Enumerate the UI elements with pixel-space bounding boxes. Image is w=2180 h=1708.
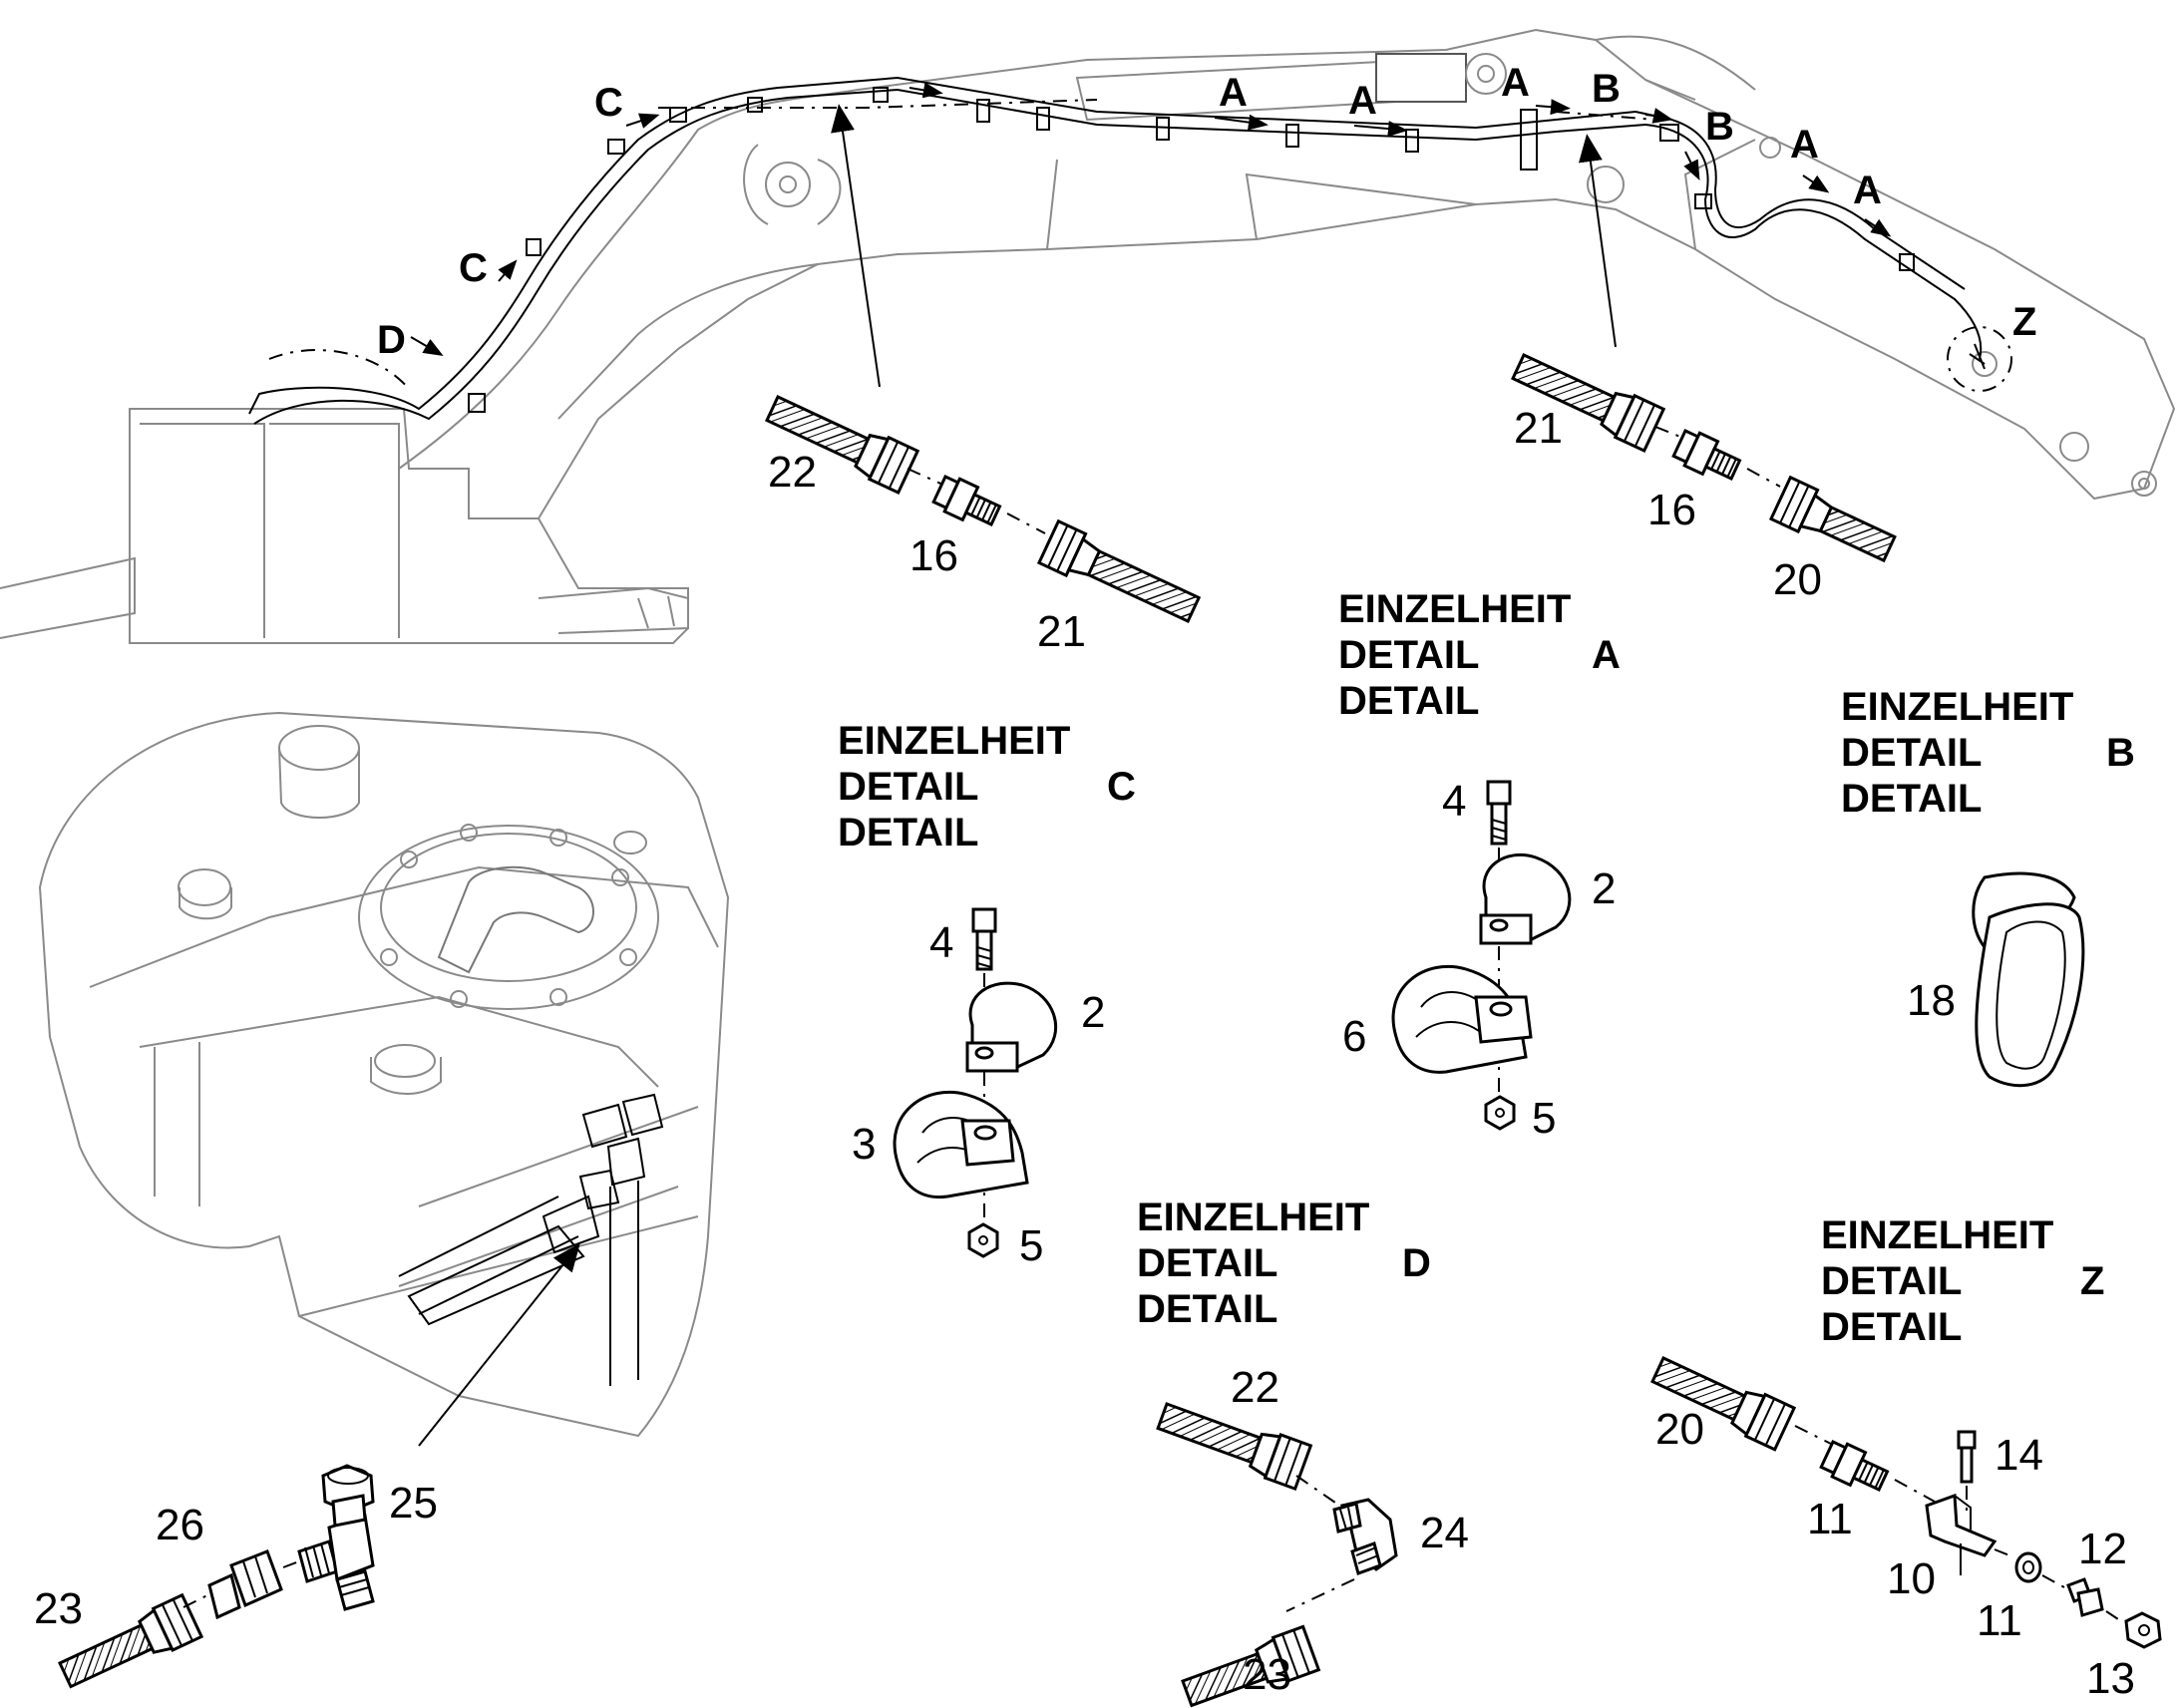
direction-label-b: B <box>1705 105 1734 149</box>
callout-11: 11 <box>1807 1495 1853 1543</box>
detail-z-letter: Z <box>2080 1259 2104 1303</box>
detail-c-header: EINZELHEIT DETAIL DETAIL C <box>838 719 1136 854</box>
direction-label-z: Z <box>2012 300 2036 344</box>
tank-connector-assembly <box>58 1464 375 1689</box>
connector-group-right <box>1511 353 1897 563</box>
detail-z-header: EINZELHEIT DETAIL DETAIL Z <box>1821 1213 2104 1349</box>
callout-23: 23 <box>1243 1650 1291 1699</box>
callout-12: 12 <box>2078 1525 2127 1573</box>
tank-illustration <box>38 711 730 1438</box>
detail-z-subtitle: DETAIL <box>1821 1305 1962 1349</box>
leader-arrow <box>831 104 881 388</box>
callout-21: 21 <box>1037 607 1086 656</box>
detail-d-elbow-assembly <box>1156 1402 1398 1708</box>
direction-label-a: A <box>1501 61 1530 105</box>
callout-5: 5 <box>1532 1094 1556 1143</box>
callout-10: 10 <box>1887 1554 1936 1603</box>
direction-label-c: C <box>459 246 488 290</box>
detail-a-title: EINZELHEIT <box>1338 587 1571 631</box>
detail-b-strap <box>1972 871 2085 1088</box>
callout-21: 21 <box>1514 404 1563 453</box>
detail-z-bracket-assembly <box>1650 1356 2162 1649</box>
callout-14: 14 <box>1995 1431 2043 1480</box>
detail-d-subtitle: DETAIL <box>1137 1287 1277 1331</box>
detail-c-subtitle: DETAIL <box>838 765 978 809</box>
direction-label-c: C <box>594 81 623 125</box>
detail-a-letter: A <box>1592 633 1621 677</box>
detail-d-subtitle: DETAIL <box>1137 1241 1277 1285</box>
direction-arrows <box>410 82 1892 357</box>
callout-23: 23 <box>34 1584 83 1633</box>
callout-3: 3 <box>852 1120 876 1169</box>
connector-group-left <box>765 395 1202 623</box>
detail-d-letter: D <box>1402 1241 1431 1285</box>
detail-c-title: EINZELHEIT <box>838 719 1070 763</box>
leader-arrow <box>1578 134 1617 348</box>
callout-22: 22 <box>768 448 817 497</box>
callout-16: 16 <box>1647 486 1696 534</box>
callout-13: 13 <box>2086 1654 2135 1703</box>
direction-label-a: A <box>1348 79 1377 123</box>
detail-z-title: EINZELHEIT <box>1821 1213 2053 1257</box>
callout-20: 20 <box>1655 1405 1704 1454</box>
callout-6: 6 <box>1342 1012 1366 1061</box>
callout-20: 20 <box>1773 555 1822 604</box>
detail-c-clamp-assembly <box>893 907 1058 1258</box>
direction-label-d: D <box>377 318 406 362</box>
callout-24: 24 <box>1420 1509 1469 1557</box>
callout-2: 2 <box>1592 864 1616 913</box>
detail-b-letter: B <box>2106 731 2135 775</box>
callout-18: 18 <box>1907 976 1956 1025</box>
detail-a-subtitle: DETAIL <box>1338 633 1479 677</box>
detail-a-subtitle: DETAIL <box>1338 679 1479 723</box>
detail-d-title: EINZELHEIT <box>1137 1196 1369 1239</box>
detail-a-header: EINZELHEIT DETAIL DETAIL A <box>1338 587 1621 723</box>
callout-22: 22 <box>1231 1363 1279 1412</box>
detail-c-subtitle: DETAIL <box>838 811 978 854</box>
callout-26: 26 <box>156 1501 204 1549</box>
detail-d-header: EINZELHEIT DETAIL DETAIL D <box>1137 1196 1431 1331</box>
direction-label-a: A <box>1219 71 1248 115</box>
callout-4: 4 <box>1442 777 1466 826</box>
detail-b-subtitle: DETAIL <box>1841 731 1982 775</box>
callout-25: 25 <box>389 1479 438 1528</box>
detail-a-clamp-assembly <box>1391 780 1572 1131</box>
callout-4: 4 <box>929 918 953 967</box>
callout-11: 11 <box>1977 1596 2022 1645</box>
detail-b-subtitle: DETAIL <box>1841 777 1982 821</box>
direction-label-a: A <box>1790 123 1819 167</box>
detail-b-title: EINZELHEIT <box>1841 685 2073 729</box>
callout-2: 2 <box>1081 988 1105 1037</box>
direction-label-a: A <box>1853 169 1882 212</box>
callout-5: 5 <box>1019 1221 1043 1270</box>
callout-16: 16 <box>909 531 958 580</box>
detail-c-letter: C <box>1107 765 1136 809</box>
detail-z-subtitle: DETAIL <box>1821 1259 1962 1303</box>
direction-label-b: B <box>1592 67 1621 111</box>
detail-b-header: EINZELHEIT DETAIL DETAIL B <box>1841 685 2135 821</box>
leader-arrow <box>418 1243 580 1447</box>
